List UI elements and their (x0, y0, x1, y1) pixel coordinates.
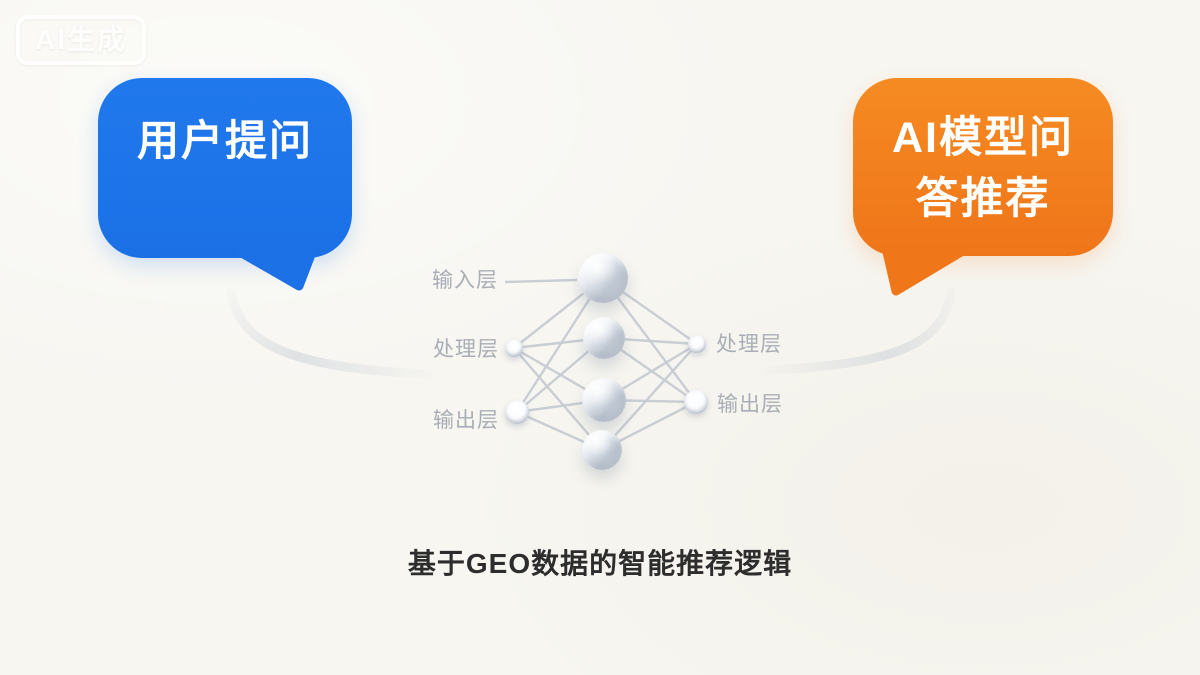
connection-line (601, 343, 698, 451)
neuron-node-left-process (505, 339, 523, 357)
layer-label-process-left: 处理层 (433, 338, 499, 361)
bubble-tail-right (882, 247, 966, 296)
bubble-tail-left (235, 247, 317, 291)
connection-line (602, 277, 697, 403)
edge-group (504, 277, 698, 452)
ai-answer-line2: 答推荐 (915, 175, 1051, 223)
neuron-node-right-process (688, 335, 706, 353)
flow-curve-left (226, 288, 433, 379)
user-question-label: 用户提问 (136, 117, 313, 164)
ai-answer-label: AI模型问 答推荐 (853, 78, 1113, 230)
neuron-sphere-2 (583, 317, 625, 359)
connection-line (515, 277, 605, 413)
layer-label-input-left: 输入层 (432, 269, 498, 292)
user-question-bubble: 用户提问 (98, 78, 352, 291)
neuron-node-right-output (684, 390, 708, 414)
layer-label-output-left: 输出层 (433, 409, 499, 432)
diagram-caption: 基于GEO数据的智能推荐逻辑 (407, 548, 793, 579)
neuron-sphere-4 (582, 430, 622, 470)
neuron-sphere-3 (582, 378, 626, 422)
layer-label-process-right: 处理层 (716, 333, 782, 356)
connection-line (513, 347, 603, 451)
ai-answer-line1: AI模型问 (892, 114, 1074, 162)
neuron-sphere-1 (578, 253, 628, 303)
ai-generated-watermark: AI生成 (16, 15, 147, 65)
flow-curve-right (763, 287, 956, 375)
input-label-line (504, 278, 578, 284)
neuron-node-left-output (505, 400, 529, 424)
watermark-label: AI生成 (35, 24, 128, 55)
ai-answer-bubble: AI模型问 答推荐 (853, 78, 1113, 296)
layer-label-output-right: 输出层 (717, 393, 783, 416)
